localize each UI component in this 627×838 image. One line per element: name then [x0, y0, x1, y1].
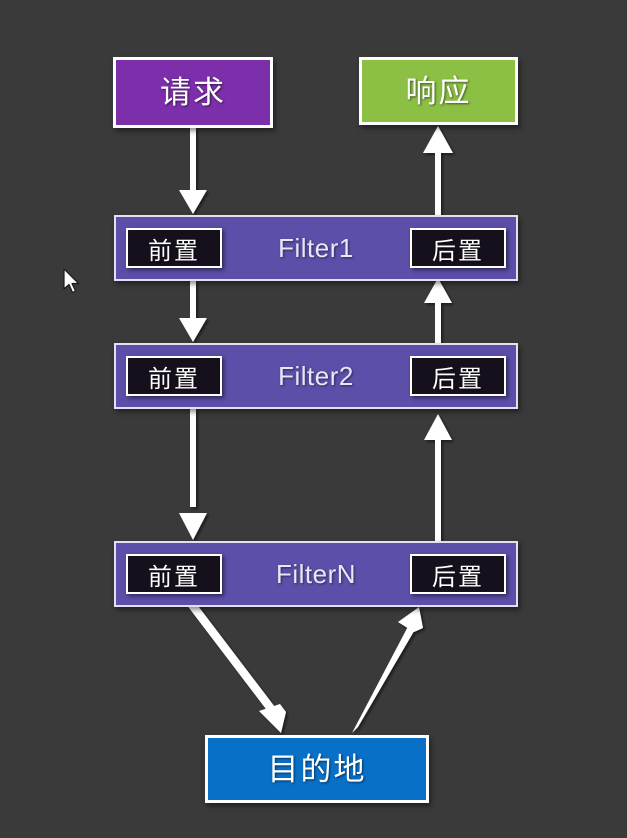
filter-1-name: Filter1 — [278, 232, 354, 263]
filter-2-name: Filter2 — [278, 360, 354, 391]
filter-2-pre-chip[interactable]: 前置 — [126, 356, 222, 396]
filter-bar-1[interactable]: 前置 Filter1 后置 — [114, 215, 518, 281]
arrow-filter1-to-filter2 — [179, 281, 207, 342]
node-response-label: 响应 — [405, 73, 472, 109]
node-destination-label: 目的地 — [267, 751, 367, 787]
arrow-filter2-to-filtern — [179, 409, 207, 540]
node-destination[interactable]: 目的地 — [205, 735, 429, 803]
filter-n-name: FilterN — [275, 558, 357, 589]
arrow-filter1-to-response — [423, 126, 453, 215]
node-request-label: 请求 — [160, 75, 226, 110]
node-request[interactable]: 请求 — [113, 57, 273, 128]
filter-1-post-chip[interactable]: 后置 — [410, 228, 506, 268]
arrow-destination-to-filtern — [352, 607, 423, 733]
filter-bar-2[interactable]: 前置 Filter2 后置 — [114, 343, 518, 409]
arrow-request-to-filter1 — [179, 128, 207, 214]
arrow-filtern-to-filter2 — [424, 414, 452, 541]
arrow-filtern-to-destination — [183, 594, 286, 733]
filter-n-post-chip[interactable]: 后置 — [410, 554, 506, 594]
node-response[interactable]: 响应 — [359, 57, 518, 125]
filter-n-pre-chip[interactable]: 前置 — [126, 554, 222, 594]
arrow-filter2-to-filter1 — [424, 278, 452, 343]
mouse-pointer-icon — [63, 269, 80, 294]
filter-2-post-chip[interactable]: 后置 — [410, 356, 506, 396]
filter-1-pre-chip[interactable]: 前置 — [126, 228, 222, 268]
filter-bar-n[interactable]: 前置 FilterN 后置 — [114, 541, 518, 607]
